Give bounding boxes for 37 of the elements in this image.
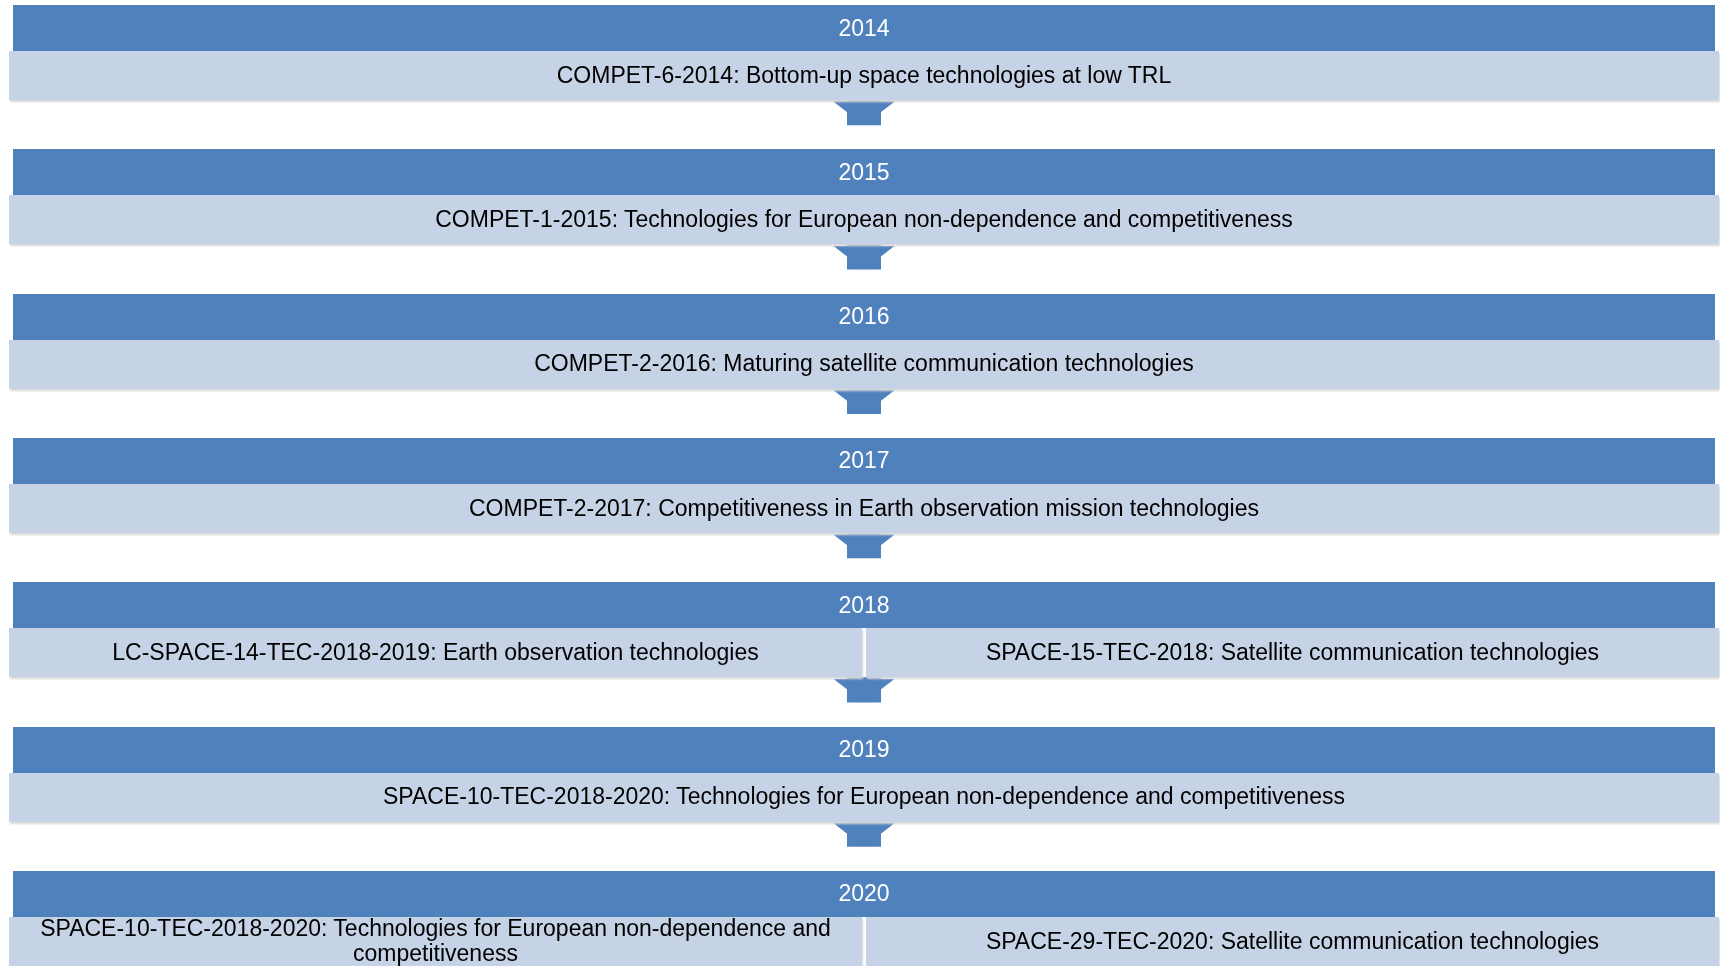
topic-text: COMPET-2-2016: Maturing satellite communication technologies: [534, 351, 1194, 377]
down-arrow: [833, 244, 895, 270]
year-header: 2019: [13, 726, 1715, 773]
down-arrow: [833, 532, 895, 559]
year-panel: [9, 726, 1719, 822]
year-header: 2014: [13, 5, 1715, 51]
year-panel: [9, 5, 1719, 100]
year-panel: [9, 582, 1719, 678]
year-panel: [9, 437, 1719, 533]
down-arrow: [833, 388, 895, 414]
down-arrow: [833, 100, 895, 126]
year-header: 2018: [13, 582, 1715, 629]
year-panel: [9, 293, 1719, 389]
down-arrow: [833, 677, 895, 703]
topic-text: LC-SPACE-14-TEC-2018-2019: Earth observation technologies: [112, 640, 759, 666]
topic-text: SPACE-29-TEC-2020: Satellite communication technologies: [985, 928, 1600, 954]
topic-text: SPACE-10-TEC-2018-2020: Technologies for European non-dependence and competitiveness: [39, 916, 832, 966]
topic-text: COMPET-2-2017: Competitiveness in Earth observation mission technologies: [468, 495, 1259, 522]
topic-bar: [9, 628, 862, 678]
year-header: 2020: [13, 870, 1715, 917]
topic-bar: [866, 916, 1719, 966]
year-header: 2016: [13, 293, 1715, 340]
topic-text: COMPET-1-2015: Technologies for European non-dependence and competitiveness: [435, 207, 1293, 233]
topic-bar: [9, 195, 1719, 245]
topic-text: COMPET-6-2014: Bottom-up space technologies at low TRL: [556, 62, 1172, 89]
topic-text: SPACE-15-TEC-2018: Satellite communication technologies: [985, 640, 1600, 666]
year-panel: [9, 870, 1719, 966]
down-arrow: [833, 821, 895, 847]
topic-bar: [9, 339, 1719, 389]
year-header: 2015: [13, 149, 1715, 196]
topic-bar: [866, 628, 1719, 678]
topic-text: SPACE-10-TEC-2018-2020: Technologies for European non-dependence and competitiveness: [383, 784, 1345, 810]
year-panel: [9, 149, 1719, 245]
topic-bar: [9, 772, 1719, 822]
topic-bar: [9, 483, 1719, 533]
year-header: 2017: [13, 437, 1715, 484]
topic-bar: [9, 51, 1719, 100]
